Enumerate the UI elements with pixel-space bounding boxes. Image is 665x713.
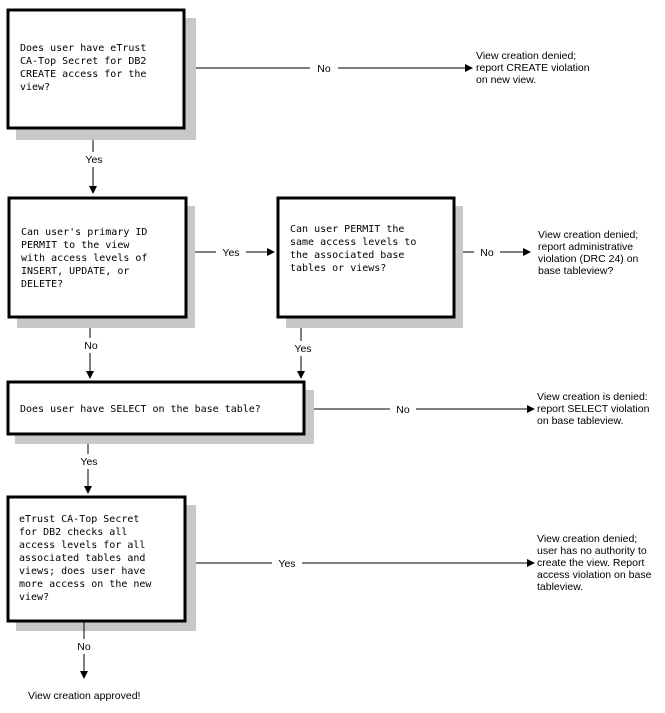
outcome-approved: View creation approved!: [28, 690, 140, 702]
connector-box2-no: No: [78, 328, 104, 379]
outcome-access-violation: View creation denied; user has no author…: [537, 533, 654, 593]
outcome-administrative-violation: View creation denied; report administrat…: [538, 229, 641, 277]
connector-box2-yes: Yes: [195, 244, 275, 260]
connector-box1-no: No: [196, 60, 473, 76]
outcome-select-violation: View creation is denied: report SELECT v…: [537, 391, 652, 427]
question-text: Can user PERMIT the same access levels t…: [290, 224, 422, 274]
question-box-more-access: eTrust CA-Top Secret for DB2 checks all …: [6, 495, 196, 631]
question-text: Does user have SELECT on the base table?: [20, 404, 261, 415]
edge-label-yes: Yes: [294, 343, 311, 355]
connector-box1-yes: Yes: [80, 140, 108, 194]
edge-label-no: No: [77, 641, 91, 653]
connector-box3-no: No: [463, 244, 531, 260]
edge-label-yes: Yes: [80, 456, 97, 468]
question-box-primary-id-permit: Can user's primary ID PERMIT to the view…: [7, 196, 195, 328]
connector-box4-yes: Yes: [74, 444, 104, 494]
connector-box5-no: No: [71, 621, 97, 679]
edge-label-no: No: [317, 63, 331, 75]
question-text: eTrust CA-Top Secret for DB2 checks all …: [19, 514, 157, 603]
connector-box3-yes: Yes: [288, 328, 318, 379]
question-text: Does user have eTrust CA-Top Secret for …: [20, 43, 152, 93]
connector-box4-no: No: [314, 401, 535, 417]
question-box-permit-base-tables: Can user PERMIT the same access levels t…: [276, 196, 463, 328]
edge-label-yes: Yes: [222, 247, 239, 259]
question-box-create-access: Does user have eTrust CA-Top Secret for …: [6, 8, 196, 140]
edge-label-no: No: [84, 340, 98, 352]
outcome-create-violation: View creation denied; report CREATE viol…: [476, 50, 593, 86]
question-text: Can user's primary ID PERMIT to the view…: [21, 227, 153, 290]
edge-label-no: No: [396, 404, 410, 416]
edge-label-yes: Yes: [278, 558, 295, 570]
edge-label-yes: Yes: [85, 154, 102, 166]
edge-label-no: No: [480, 247, 494, 259]
question-box-select: Does user have SELECT on the base table?: [6, 380, 314, 444]
connector-box5-yes: Yes: [196, 555, 535, 571]
